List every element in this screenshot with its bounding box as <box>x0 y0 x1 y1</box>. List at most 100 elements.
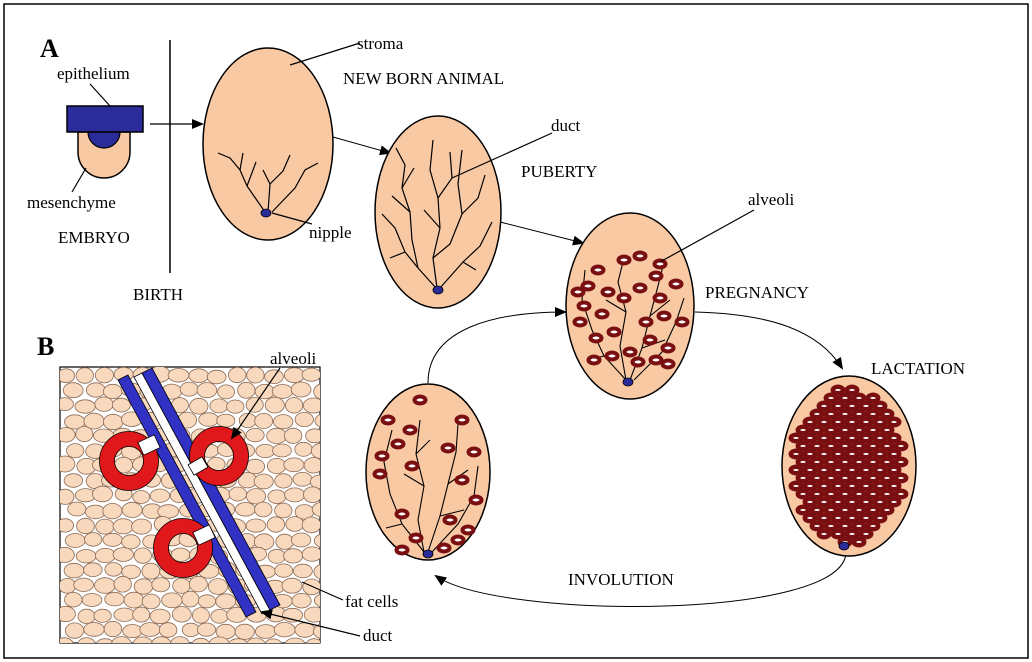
alveolus <box>882 427 892 433</box>
fat-cell <box>255 625 276 639</box>
epithelium-label: epithelium <box>57 64 130 83</box>
fat-cell <box>78 609 95 623</box>
mesenchyme-label: mesenchyme <box>27 193 116 212</box>
fat-cell <box>268 490 286 504</box>
fat-cell <box>190 398 208 414</box>
alveolus <box>875 515 885 521</box>
alveolus <box>875 467 885 473</box>
alveolus <box>861 419 871 425</box>
fat-cell <box>74 578 94 591</box>
alveolus <box>875 451 885 457</box>
alveolus <box>798 459 808 465</box>
epithelium-bar <box>67 106 143 132</box>
alveolus <box>812 491 822 497</box>
fat-cell <box>113 519 134 534</box>
alveolus <box>833 403 843 409</box>
alveolus <box>854 539 864 545</box>
alveolus <box>889 467 899 473</box>
alveolus <box>896 475 906 481</box>
fat-cell <box>95 397 113 411</box>
alveolus <box>840 475 850 481</box>
fat-cell <box>168 369 189 383</box>
alveolus <box>840 427 850 433</box>
fat-cell <box>182 591 199 607</box>
fat-cell <box>293 564 312 578</box>
alveolus <box>812 459 822 465</box>
alveolus <box>805 435 815 441</box>
fat-cell <box>293 472 312 486</box>
fat-cell <box>284 458 304 472</box>
alveolus <box>861 403 871 409</box>
fat-cell <box>159 623 177 638</box>
alveolus <box>840 411 850 417</box>
panel-b-histology <box>54 366 332 654</box>
panel-a-label: A <box>40 34 59 63</box>
fat-cell <box>133 607 150 622</box>
alveolus <box>819 435 829 441</box>
alveolus <box>861 483 871 489</box>
lactation-gland <box>782 376 916 556</box>
alveolus <box>833 387 843 393</box>
alveolus <box>854 443 864 449</box>
fat-cell <box>267 428 287 443</box>
fat-cell <box>103 533 122 546</box>
fat-cell <box>65 592 83 607</box>
lactation-label: LACTATION <box>871 359 965 378</box>
alveolus <box>868 475 878 481</box>
fat-cell <box>238 382 255 398</box>
fat-cell <box>94 609 111 622</box>
fat-cell <box>246 459 265 474</box>
alveolus <box>791 467 801 473</box>
alveolus <box>896 459 906 465</box>
fat-cell <box>68 502 86 516</box>
fat-cell <box>59 578 76 593</box>
fat-cell <box>103 503 122 518</box>
alveolus <box>889 451 899 457</box>
fat-cell <box>85 533 102 547</box>
fat-cell <box>236 503 256 517</box>
alveolus <box>854 427 864 433</box>
fat-cell <box>216 594 236 609</box>
alveolus <box>833 435 843 441</box>
fat-cell <box>142 594 160 609</box>
alveolus <box>882 459 892 465</box>
fat-cell <box>103 384 122 398</box>
alveolus <box>826 523 836 529</box>
fat-cell <box>140 623 160 637</box>
fat-cell <box>268 549 285 563</box>
alveolus <box>791 435 801 441</box>
fat-cell <box>199 413 219 427</box>
puberty-gland <box>375 116 501 308</box>
fat-cell <box>133 491 150 504</box>
alveolus <box>847 435 857 441</box>
alveolus <box>847 451 857 457</box>
fat-cell <box>123 625 142 638</box>
fat-cell <box>285 488 305 502</box>
alveolus <box>889 483 899 489</box>
fat-cell <box>82 594 102 607</box>
alveolus <box>854 459 864 465</box>
fat-cell <box>272 385 293 399</box>
fat-cell <box>246 519 266 532</box>
fat-cell <box>114 576 131 592</box>
alveolus <box>833 531 843 537</box>
fat-cell <box>150 489 169 502</box>
fat-cell <box>267 458 285 473</box>
alveolus <box>826 459 836 465</box>
alveolus <box>840 443 850 449</box>
fat-cell <box>286 517 304 532</box>
alveolus <box>805 483 815 489</box>
fat-cell <box>198 595 215 608</box>
alveolus <box>854 411 864 417</box>
fat-cell <box>150 609 170 624</box>
fat-cell <box>86 383 105 397</box>
alveolus <box>861 467 871 473</box>
alveolus <box>826 443 836 449</box>
involution-gland <box>366 384 490 560</box>
alveolus <box>840 507 850 513</box>
alveolus <box>868 427 878 433</box>
alveolus <box>805 499 815 505</box>
birth-label: BIRTH <box>133 285 183 304</box>
alveolus <box>875 435 885 441</box>
